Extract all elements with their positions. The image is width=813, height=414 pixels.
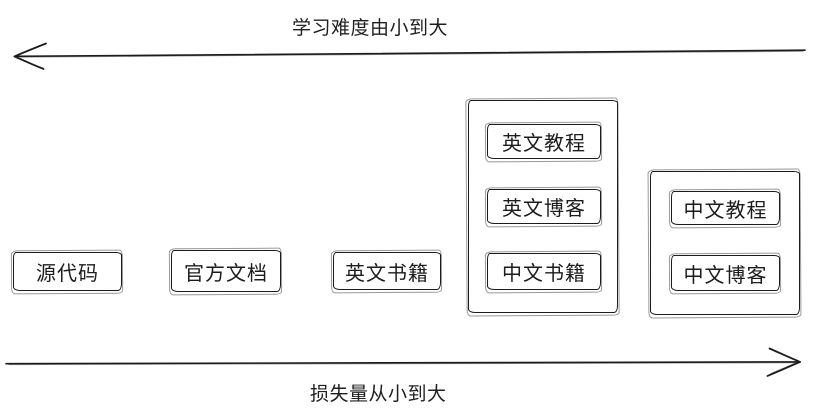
node-label: 源代码 bbox=[36, 261, 99, 285]
top-axis-label: 学习难度由小到大 bbox=[292, 17, 449, 39]
node-label: 英文教程 bbox=[502, 131, 586, 155]
node-english-tutorials: 英文教程 bbox=[487, 124, 601, 159]
group-english-and-chinese-books: 英文教程 英文博客 中文书籍 bbox=[468, 100, 618, 313]
node-source-code: 源代码 bbox=[13, 252, 122, 291]
node-label: 中文教程 bbox=[683, 197, 768, 222]
bottom-axis-label: 损失量从小到大 bbox=[310, 383, 447, 405]
node-chinese-books: 中文书籍 bbox=[487, 253, 601, 290]
node-label: 英文博客 bbox=[502, 196, 586, 220]
arrow-right-icon bbox=[5, 347, 801, 377]
group-chinese-tutorials-blogs: 中文教程 中文博客 bbox=[650, 171, 800, 315]
node-official-docs: 官方文档 bbox=[171, 250, 281, 292]
node-english-books: 英文书籍 bbox=[333, 252, 441, 290]
node-english-blogs: 英文博客 bbox=[487, 189, 601, 224]
node-chinese-blogs: 中文博客 bbox=[671, 255, 780, 291]
node-chinese-tutorials: 中文教程 bbox=[671, 191, 780, 225]
arrow-left-icon bbox=[13, 42, 806, 70]
node-label: 官方文档 bbox=[184, 260, 268, 285]
node-label: 中文书籍 bbox=[502, 261, 586, 285]
node-label: 英文书籍 bbox=[345, 260, 429, 285]
node-label: 中文博客 bbox=[683, 262, 768, 287]
